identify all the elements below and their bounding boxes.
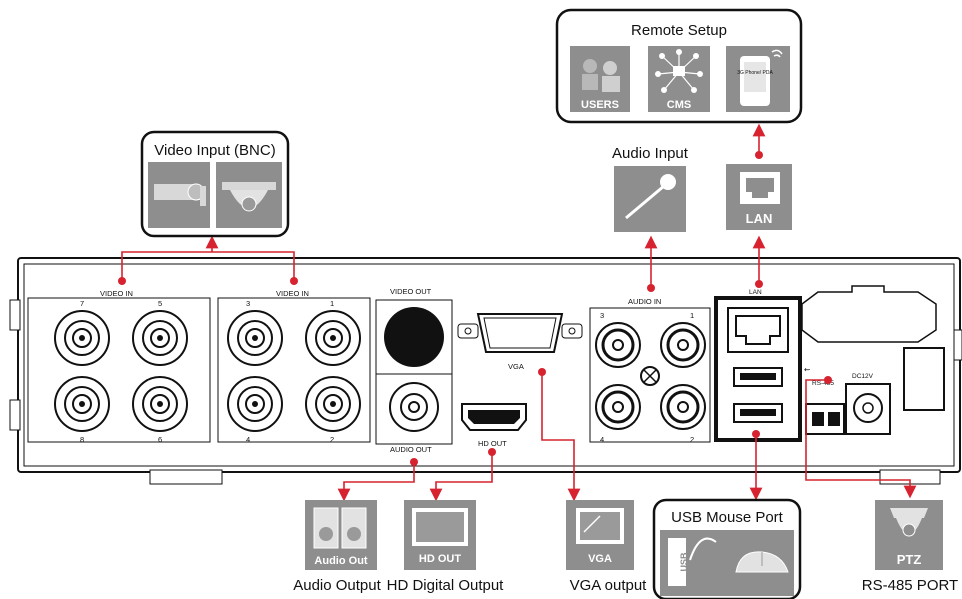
hdmi-port: HD OUT — [461, 403, 527, 448]
rca-port — [660, 322, 706, 368]
svg-text:USB: USB — [679, 552, 689, 572]
usb-mouse-callout: USB Mouse Port USB — [652, 498, 802, 599]
rs485-callout: PTZ RS-485 PORT — [862, 500, 958, 594]
phone-icon: 3G Phone/ PDA — [726, 46, 790, 112]
svg-text:3G Phone/ PDA: 3G Phone/ PDA — [737, 70, 773, 76]
audio-num-4: 4 — [600, 435, 604, 444]
svg-text:HD OUT: HD OUT — [419, 553, 461, 565]
lan-panel-label: LAN — [749, 289, 762, 296]
video-out-label: VIDEO OUT — [390, 287, 432, 296]
video-out-group: VIDEO OUT AUDIO OUT — [375, 287, 453, 454]
hd-out-label: HD OUT — [478, 439, 507, 448]
lan-callout: LAN — [726, 164, 792, 230]
bnc-port — [305, 310, 361, 366]
audio-num-2: 2 — [690, 435, 694, 444]
video-input-callout: Video Input (BNC) — [140, 130, 290, 238]
audio-num-1: 1 — [690, 311, 694, 320]
port-num-8: 8 — [80, 435, 84, 444]
rs485-caption: RS-485 PORT — [862, 577, 958, 594]
port-num-7: 7 — [80, 299, 84, 308]
bnc-port — [132, 376, 188, 432]
svg-text:VGA: VGA — [588, 553, 612, 565]
power-switch — [903, 347, 945, 411]
video-in-right-label: VIDEO IN — [276, 289, 309, 298]
usb-mouse-title: USB Mouse Port — [671, 509, 784, 526]
connector-lines — [118, 123, 917, 502]
remote-setup-callout: Remote Setup USERS CMS — [555, 8, 803, 124]
cms-icon: CMS — [648, 46, 710, 112]
dome-camera-icon — [216, 162, 282, 228]
port-num-5: 5 — [158, 299, 162, 308]
bnc-port — [54, 310, 110, 366]
audio-in-group: AUDIO IN 3 1 4 2 — [589, 297, 711, 444]
port-num-4: 4 — [246, 435, 250, 444]
rs485-panel-label: RS-485 — [812, 380, 834, 387]
bnc-port — [305, 376, 361, 432]
video-out-port — [384, 307, 444, 367]
cover-plate — [801, 285, 945, 411]
svg-text:Audio Out: Audio Out — [314, 555, 367, 567]
usb-port — [733, 403, 783, 423]
audio-output-caption: Audio Output — [293, 577, 381, 594]
bullet-camera-icon — [148, 162, 210, 228]
audio-output-callout: Audio Out Audio Output — [293, 500, 382, 594]
rca-port — [595, 322, 641, 368]
dc-label: DC12V — [852, 373, 874, 380]
svg-text:CMS: CMS — [667, 99, 691, 111]
port-num-6: 6 — [158, 435, 162, 444]
port-num-1: 1 — [330, 299, 334, 308]
hd-output-caption: HD Digital Output — [387, 577, 505, 594]
usb-symbol-icon: ⇜ — [804, 365, 811, 374]
rs485-dc-group: ⇜ RS-485 DC12V — [804, 365, 891, 435]
video-in-group-right: VIDEO IN 3 1 4 2 — [217, 289, 371, 444]
svg-text:USERS: USERS — [581, 99, 619, 111]
audio-input-title: Audio Input — [612, 145, 689, 162]
users-icon: USERS — [570, 46, 630, 112]
vga-output-caption: VGA output — [570, 577, 648, 594]
bnc-port — [54, 376, 110, 432]
video-in-left-label: VIDEO IN — [100, 289, 133, 298]
lan-icon-text: LAN — [746, 211, 773, 226]
svg-text:PTZ: PTZ — [897, 552, 922, 567]
audio-in-label: AUDIO IN — [628, 297, 661, 306]
audio-input-callout: Audio Input — [612, 145, 689, 232]
bnc-port — [132, 310, 188, 366]
audio-num-3: 3 — [600, 311, 604, 320]
rca-port — [660, 384, 706, 430]
vga-port: VGA — [457, 313, 583, 371]
hd-output-callout: HD OUT HD Digital Output — [387, 500, 505, 594]
vga-output-callout: VGA VGA output — [566, 500, 647, 594]
dc-power-jack — [845, 383, 891, 435]
usb-port — [733, 367, 783, 387]
audio-out-label: AUDIO OUT — [390, 445, 432, 454]
port-num-3: 3 — [246, 299, 250, 308]
bnc-port — [227, 376, 283, 432]
lan-usb-group: LAN — [714, 289, 802, 442]
bnc-port — [227, 310, 283, 366]
screw-icon — [640, 366, 660, 386]
audio-out-port — [389, 382, 439, 432]
rj45-port — [727, 307, 789, 353]
rca-port — [595, 384, 641, 430]
vga-label: VGA — [508, 362, 524, 371]
port-num-2: 2 — [330, 435, 334, 444]
video-input-title: Video Input (BNC) — [154, 142, 275, 159]
video-in-group-left: VIDEO IN 7 5 8 6 — [27, 289, 211, 444]
remote-setup-title: Remote Setup — [631, 22, 727, 39]
